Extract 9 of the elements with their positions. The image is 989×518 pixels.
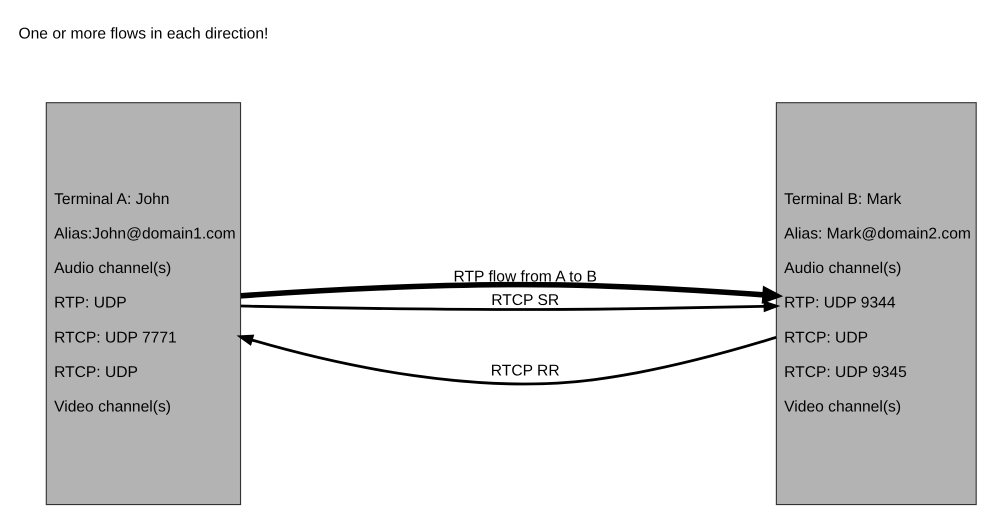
arrow xyxy=(240,300,780,312)
node-box: Terminal B: Mark Alias: Mark@domain2.com Audio channel(s) RTP: UDP 9344 RTCP: UDP RTCP: UDP 9345 Video channel(s) xyxy=(776,102,977,505)
label: One or more flows in each direction! xyxy=(18,25,268,42)
edge-label: RTCP RR xyxy=(490,362,560,379)
edge-label: RTP flow from A to B xyxy=(453,268,597,285)
arrow xyxy=(240,281,784,304)
arrow xyxy=(236,334,777,385)
edge-label: RTCP SR xyxy=(491,291,560,308)
node-box: Terminal A: John Alias:John@domain1.com Audio channel(s) RTP: UDP RTCP: UDP 7771 RTCP: UDP Video channel(s) xyxy=(46,102,242,505)
